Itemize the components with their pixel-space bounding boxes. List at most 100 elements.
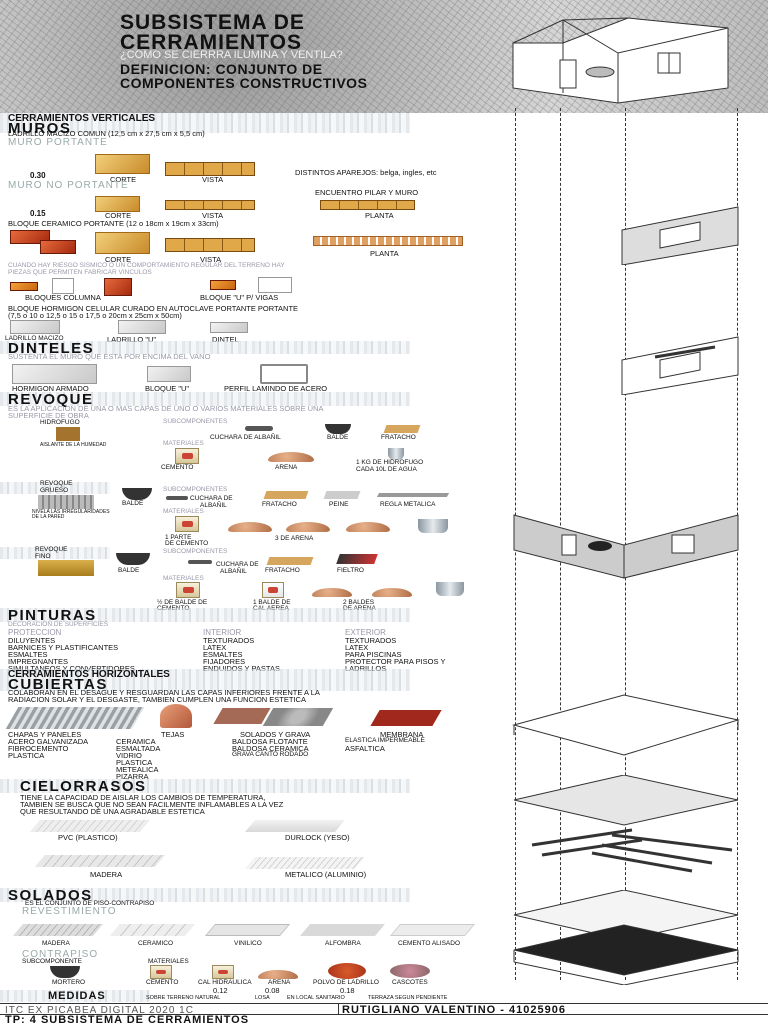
sobre-terreno-label: SOBRE TERRENO NATURAL (146, 995, 221, 1001)
hormigon-celular-line2: (7,5 o 10 o 12,5 o 15 o 17,5 o 20cm x 25… (8, 311, 182, 320)
float-icon-2 (263, 491, 309, 499)
encuentro-label: ENCUENTRO PILAR Y MURO (315, 188, 419, 197)
rev-item: CEMENTO ALISADO (398, 940, 461, 947)
grueso-line1: REVOQUE (40, 480, 73, 487)
water-bucket-icon-2 (418, 519, 448, 533)
trowel-icon-2 (166, 496, 188, 500)
pinturas-title: PINTURAS (8, 607, 97, 624)
cielorrasos-desc-line2: TAMBIEN SE BUSCA QUE NO SEAN FACILMENTE … (20, 800, 284, 809)
aparejos-label: DISTINTOS APAREJOS: belga, ingles, etc (295, 168, 437, 177)
corte-label-3: CORTE (105, 255, 132, 264)
cielorrasos-title: CIELORRASOS (20, 778, 147, 795)
float-icon (383, 425, 421, 433)
floor-layers-illustration (513, 890, 739, 985)
chapas-item: ACERO GALVANIZADA (8, 737, 89, 746)
dintel-item-2: BLOQUE "U" (145, 384, 190, 393)
cuchara-l1: CUCHARA DE (190, 495, 233, 502)
ceramic-planta (313, 236, 463, 246)
ceiling-structure-illustration (513, 775, 739, 873)
cubiertas-desc-line2: RADIACION SOLAR Y EL DESGASTE, TAMBIEN C… (8, 695, 306, 704)
section-band (0, 113, 410, 133)
u-block-outline (258, 277, 292, 293)
grueso-sample (38, 495, 94, 509)
rev-item: CERAMICO (138, 940, 174, 947)
proteccion-item: BARNICES Y PLASTIFICANTES (8, 643, 119, 652)
losa-label: LOSA (255, 995, 270, 1001)
revestimiento-label: REVESTIMIENTO (22, 906, 117, 917)
section-band (0, 341, 410, 354)
planta-label-2: PLANTA (370, 249, 399, 258)
sismico-line2: PIEZAS QUE PERMITEN FABRICAR VINCULOS (8, 269, 152, 276)
aac-u-block (118, 320, 166, 334)
bloques-columna-label: BLOQUES COLUMNA (25, 293, 101, 302)
solados-desc: ES EL CONJUNTO DE PISO-CONTRAPISO (25, 900, 155, 907)
tp-label: TP: 4 SUBSISTEMA DE CERRAMIENTOS (5, 1014, 250, 1024)
cuchara-l2: ALBAÑIL (200, 502, 227, 509)
aac-lintel (210, 322, 248, 333)
u-block-lintel (147, 366, 191, 382)
materiales-label: MATERIALES (163, 440, 204, 447)
gravel-icon (262, 708, 334, 726)
cascotes-label: CASCOTES (392, 979, 428, 986)
brick-dust-icon (328, 963, 366, 979)
polished-cement-icon (389, 924, 476, 936)
mortero-label: MORTERO (52, 979, 86, 986)
interior-item: LATEX (203, 643, 227, 652)
bucket-icon-3 (116, 553, 150, 565)
ceramic-block-2 (40, 240, 76, 254)
comb-icon (323, 491, 361, 499)
proteccion-item: IMPREGNANTES (8, 657, 69, 666)
float-icon-3 (266, 557, 314, 565)
revoque-title: REVOQUE (8, 391, 94, 408)
course-label: ITC EX PICABEA DIGITAL 2020 1C (5, 1005, 194, 1016)
brick-vista (165, 162, 255, 176)
ruler-icon (376, 493, 450, 497)
sand-pile-1 (228, 522, 272, 532)
vertical-heading: CERRAMIENTOS VERTICALES (8, 113, 156, 124)
fino-sample (38, 560, 94, 576)
dim-015: 0.15 (30, 209, 46, 218)
page-title-line2: CERRAMIENTOS (120, 31, 302, 54)
guide-line (625, 108, 626, 980)
sismico-line1: CUANDO HAY RIESGO SISMICO O UN COMPORTAM… (8, 262, 285, 269)
tres-arena: 3 DE ARENA (275, 535, 314, 542)
exterior-head: EXTERIOR (345, 628, 386, 637)
muros-title: MUROS (8, 120, 72, 137)
solados-item: BALDOSA CERAMICA (232, 744, 309, 753)
section-band (0, 392, 410, 406)
water-bucket-icon (388, 448, 404, 460)
exterior-item: LATEX (345, 643, 369, 652)
dintel-item-1: HORMIGON ARMADO (12, 384, 89, 393)
proteccion-item: DILUYENTES (8, 636, 56, 645)
revoque-desc-line1: ES LA APLICACION DE UNA O MAS CAPAS DE U… (8, 404, 324, 413)
pvc-ceiling-icon (29, 820, 151, 832)
section-band (0, 888, 410, 902)
dos-baldes-l1: 2 BALDES (343, 599, 375, 606)
section-band (0, 990, 150, 1002)
kg-hidrofugo-line1: 1 KG DE HIDROFUGO (356, 459, 424, 466)
proteccion-item: SIMULTANEOS Y CONVERTIDORES (8, 665, 135, 673)
contrapiso-label: CONTRAPISO (22, 949, 99, 960)
kg-hidrofugo-line2: CADA 10L DE AGUA (356, 466, 417, 473)
section-band (0, 482, 110, 494)
membrana-item: ASFALTICA (345, 744, 385, 753)
lintel-illustration (621, 336, 739, 395)
metalico-label: METALICO (ALUMINIO) (285, 870, 367, 879)
membrana-item: ELASTICA IMPERMEABLE (345, 737, 425, 744)
bucket-icon (325, 424, 351, 434)
madera-label: MADERA (90, 870, 123, 879)
balde-label: BALDE (327, 434, 349, 441)
cubiertas-title: CUBIERTAS (8, 676, 108, 693)
sand-pile-icon (268, 452, 314, 462)
section-band (0, 779, 410, 793)
medida-008: 0.08 (265, 986, 280, 995)
materiales-label-3: MATERIALES (163, 575, 204, 582)
terraza-label: TERRAZA SEGUN PENDIENTE (368, 995, 448, 1001)
planta-label: PLANTA (365, 211, 394, 220)
felt-float-icon (336, 554, 378, 564)
brick-vista-2 (165, 200, 255, 210)
footer-divider (0, 1014, 768, 1015)
muro-no-portante-label: MURO NO PORTANTE (8, 180, 129, 191)
tejas-item: METEALICA (116, 765, 159, 774)
corte-label-2: CORTE (105, 211, 132, 220)
